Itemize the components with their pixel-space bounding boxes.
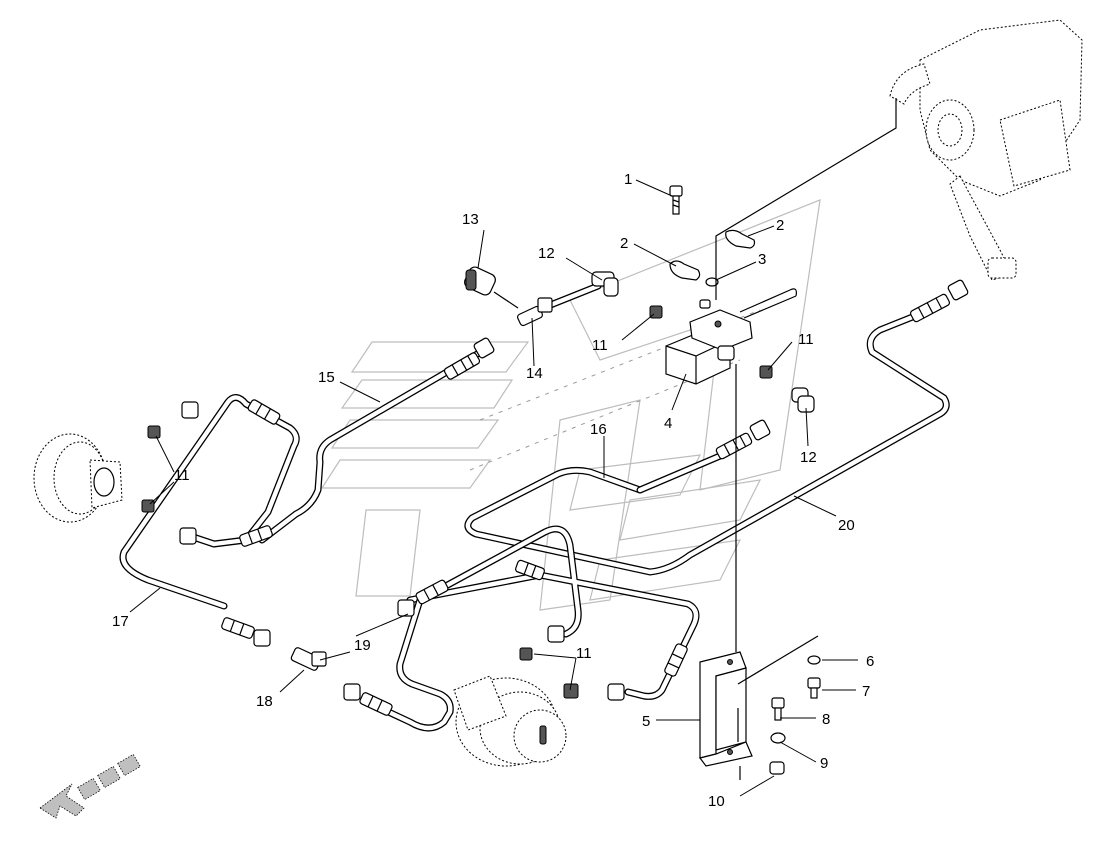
callout-2a: 2 [620,235,628,252]
callout-5: 5 [642,713,650,730]
callout-11a: 11 [174,467,190,484]
callout-11c: 11 [592,337,608,354]
callout-16: 16 [590,421,607,438]
callout-8: 8 [822,711,830,728]
callout-6: 6 [866,653,874,670]
brake-caliper-icon [453,675,567,767]
callout-3: 3 [758,251,766,268]
callout-4: 4 [664,415,672,432]
callout-15: 15 [318,369,335,386]
t-fitting-18 [290,647,327,671]
brake-pipes [119,282,950,732]
callout-12a: 12 [538,245,555,262]
callout-10: 10 [708,793,725,810]
leader-lines [129,179,858,797]
callout-18: 18 [256,693,273,710]
bracket-5 [698,364,819,780]
fittings-11 [141,305,773,699]
callout-12b: 12 [800,449,817,466]
callout-13: 13 [462,211,479,228]
callouts: 1 2 2 3 4 5 6 7 8 9 10 11 11 11 11 12 12… [112,171,874,810]
washer-3 [705,277,719,287]
master-cylinder-icon [665,288,797,385]
callout-11b: 11 [576,645,592,662]
callout-14: 14 [526,365,543,382]
callout-20: 20 [838,517,855,534]
callout-1: 1 [624,171,632,188]
brake-caliper-icon [33,433,123,523]
callout-17: 17 [112,613,129,630]
callout-19: 19 [354,637,371,654]
direction-arrow-icon [39,753,141,819]
callout-11d: 11 [798,331,814,348]
hose-fittings [179,279,969,716]
clamp-2 [669,229,756,281]
bolt-1 [669,185,683,215]
t-fitting-14 [516,297,553,327]
callout-7: 7 [862,683,870,700]
callout-9: 9 [820,755,828,772]
pressure-switch-icon [464,266,519,309]
callout-2b: 2 [776,217,784,234]
transmission-assembly [715,19,1083,300]
elbow-fitting-12 [591,271,815,413]
hardware-6-10 [769,655,821,775]
